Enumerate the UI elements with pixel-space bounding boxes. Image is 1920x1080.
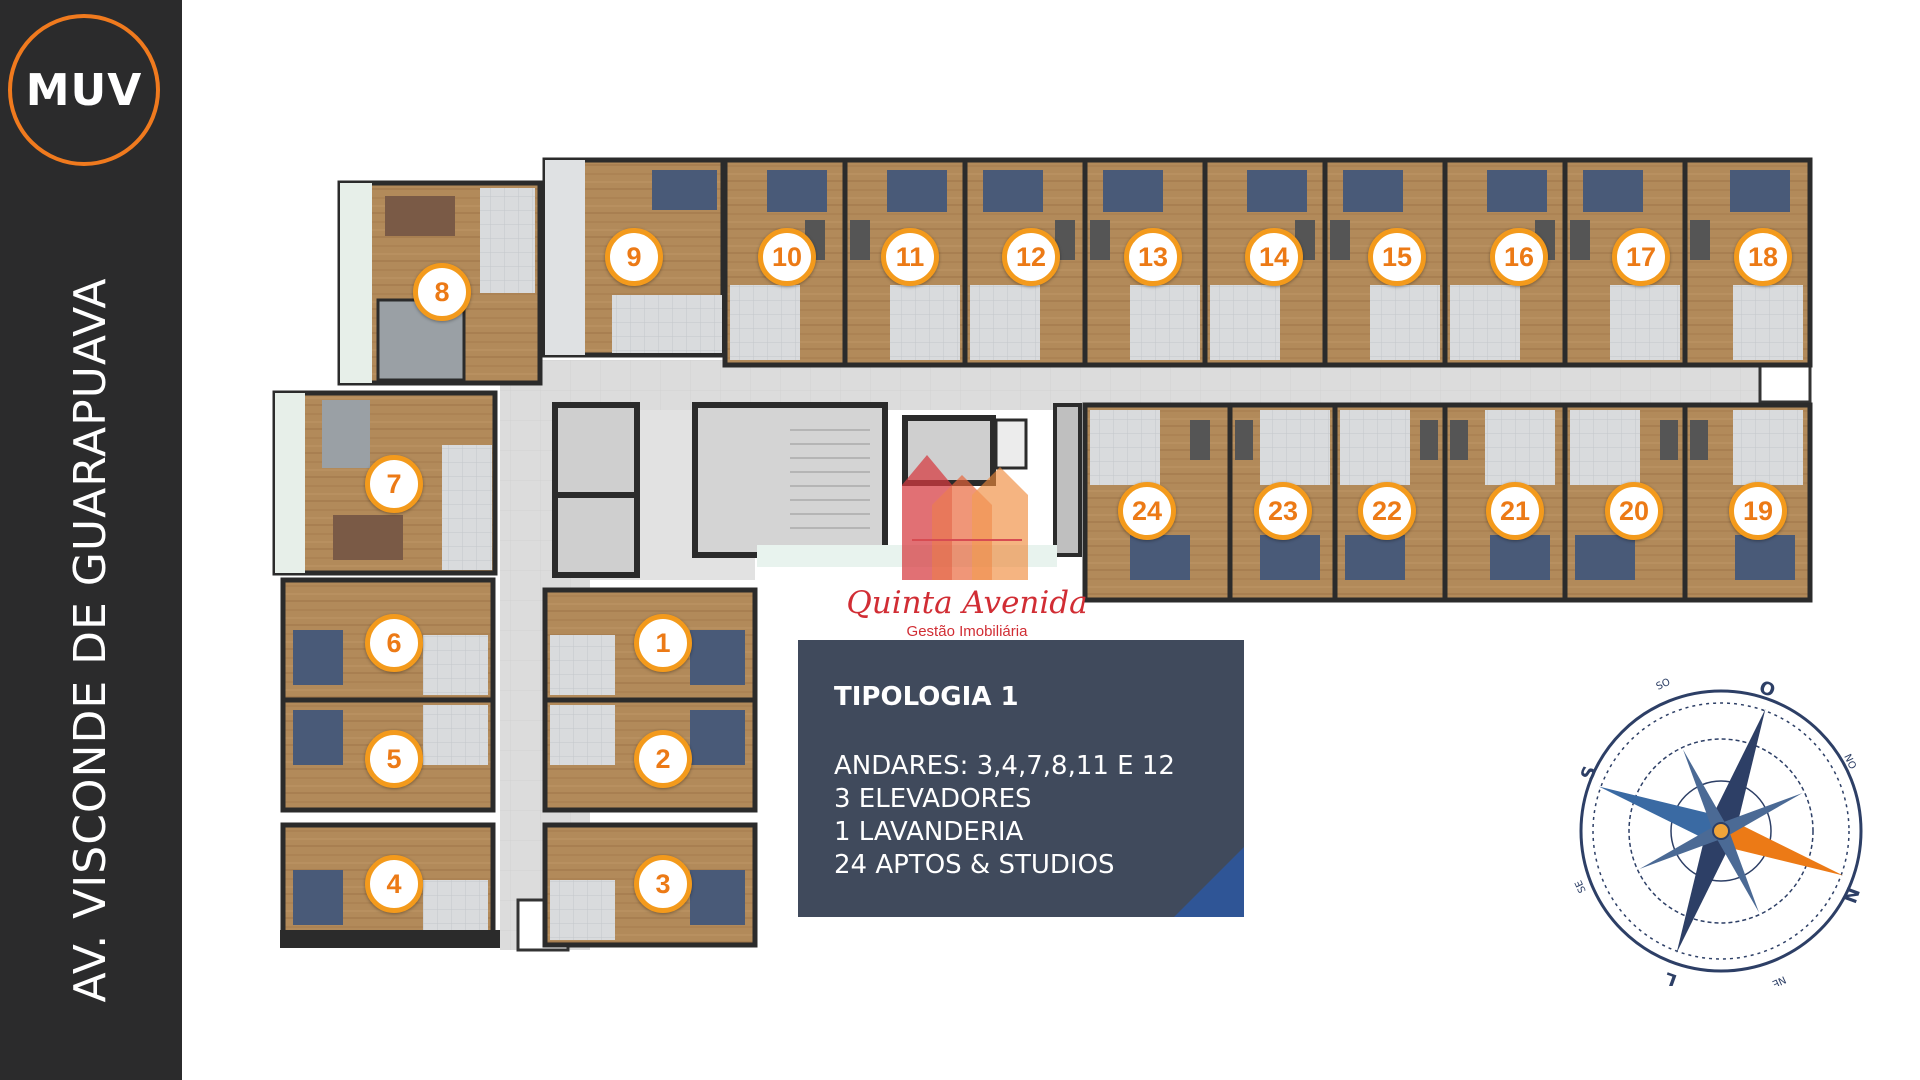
sidebar: MUV AV. VISCONDE DE GUARAPUAVA: [0, 0, 182, 1080]
top-row-units: [722, 157, 1813, 368]
unit-marker-13[interactable]: 13: [1124, 228, 1182, 286]
unit-marker-24[interactable]: 24: [1118, 482, 1176, 540]
unit-marker-10[interactable]: 10: [758, 228, 816, 286]
info-panel-lines: ANDARES: 3,4,7,8,11 E 12 3 ELEVADORES 1 …: [834, 750, 1175, 882]
compass-label-o: O: [1756, 677, 1778, 702]
unit-marker-7[interactable]: 7: [365, 455, 423, 513]
realtor-logo-icon: [902, 455, 1028, 580]
unit-marker-20[interactable]: 20: [1605, 482, 1663, 540]
unit-marker-2[interactable]: 2: [634, 730, 692, 788]
unit-marker-21[interactable]: 21: [1486, 482, 1544, 540]
unit-marker-9[interactable]: 9: [605, 228, 663, 286]
muv-logo: MUV: [8, 14, 160, 166]
compass-label-so: SO: [1655, 677, 1673, 693]
unit-marker-5[interactable]: 5: [365, 730, 423, 788]
compass-label-ne: NE: [1770, 973, 1787, 986]
info-line-units: 24 APTOS & STUDIOS: [834, 850, 1115, 880]
info-panel-accent: [1174, 847, 1244, 917]
info-line-elevators: 3 ELEVADORES: [834, 784, 1032, 814]
compass-label-no: NO: [1841, 753, 1858, 772]
corner-units: [272, 157, 726, 576]
unit-marker-11[interactable]: 11: [881, 228, 939, 286]
unit-marker-3[interactable]: 3: [634, 855, 692, 913]
unit-marker-16[interactable]: 16: [1490, 228, 1548, 286]
info-panel: TIPOLOGIA 1 ANDARES: 3,4,7,8,11 E 12 3 E…: [798, 640, 1244, 917]
unit-marker-23[interactable]: 23: [1254, 482, 1312, 540]
unit-marker-17[interactable]: 17: [1612, 228, 1670, 286]
middle-row-units: [1082, 402, 1813, 603]
unit-marker-8[interactable]: 8: [413, 263, 471, 321]
unit-marker-1[interactable]: 1: [634, 614, 692, 672]
realtor-subtitle: Gestão Imobiliária: [906, 623, 1028, 640]
unit-marker-22[interactable]: 22: [1358, 482, 1416, 540]
info-line-floors: ANDARES: 3,4,7,8,11 E 12: [834, 751, 1175, 781]
unit-marker-6[interactable]: 6: [365, 614, 423, 672]
unit-marker-15[interactable]: 15: [1368, 228, 1426, 286]
compass-label-l: L: [1662, 967, 1680, 986]
realtor-watermark: Quinta Avenida Gestão Imobiliária: [842, 445, 1092, 650]
realtor-name: Quinta Avenida: [846, 585, 1088, 621]
compass-label-se: SE: [1573, 878, 1588, 894]
unit-marker-18[interactable]: 18: [1734, 228, 1792, 286]
unit-marker-19[interactable]: 19: [1729, 482, 1787, 540]
info-line-laundry: 1 LAVANDERIA: [834, 817, 1024, 847]
muv-logo-text: MUV: [25, 64, 143, 116]
unit-marker-14[interactable]: 14: [1245, 228, 1303, 286]
info-panel-title: TIPOLOGIA 1: [834, 682, 1019, 712]
unit-marker-12[interactable]: 12: [1002, 228, 1060, 286]
compass-label-n: N: [1838, 884, 1863, 905]
unit-marker-4[interactable]: 4: [365, 855, 423, 913]
left-bottom-units: [280, 577, 500, 948]
compass-rose-icon: S SO O NO N NE L SE: [1573, 677, 1863, 986]
